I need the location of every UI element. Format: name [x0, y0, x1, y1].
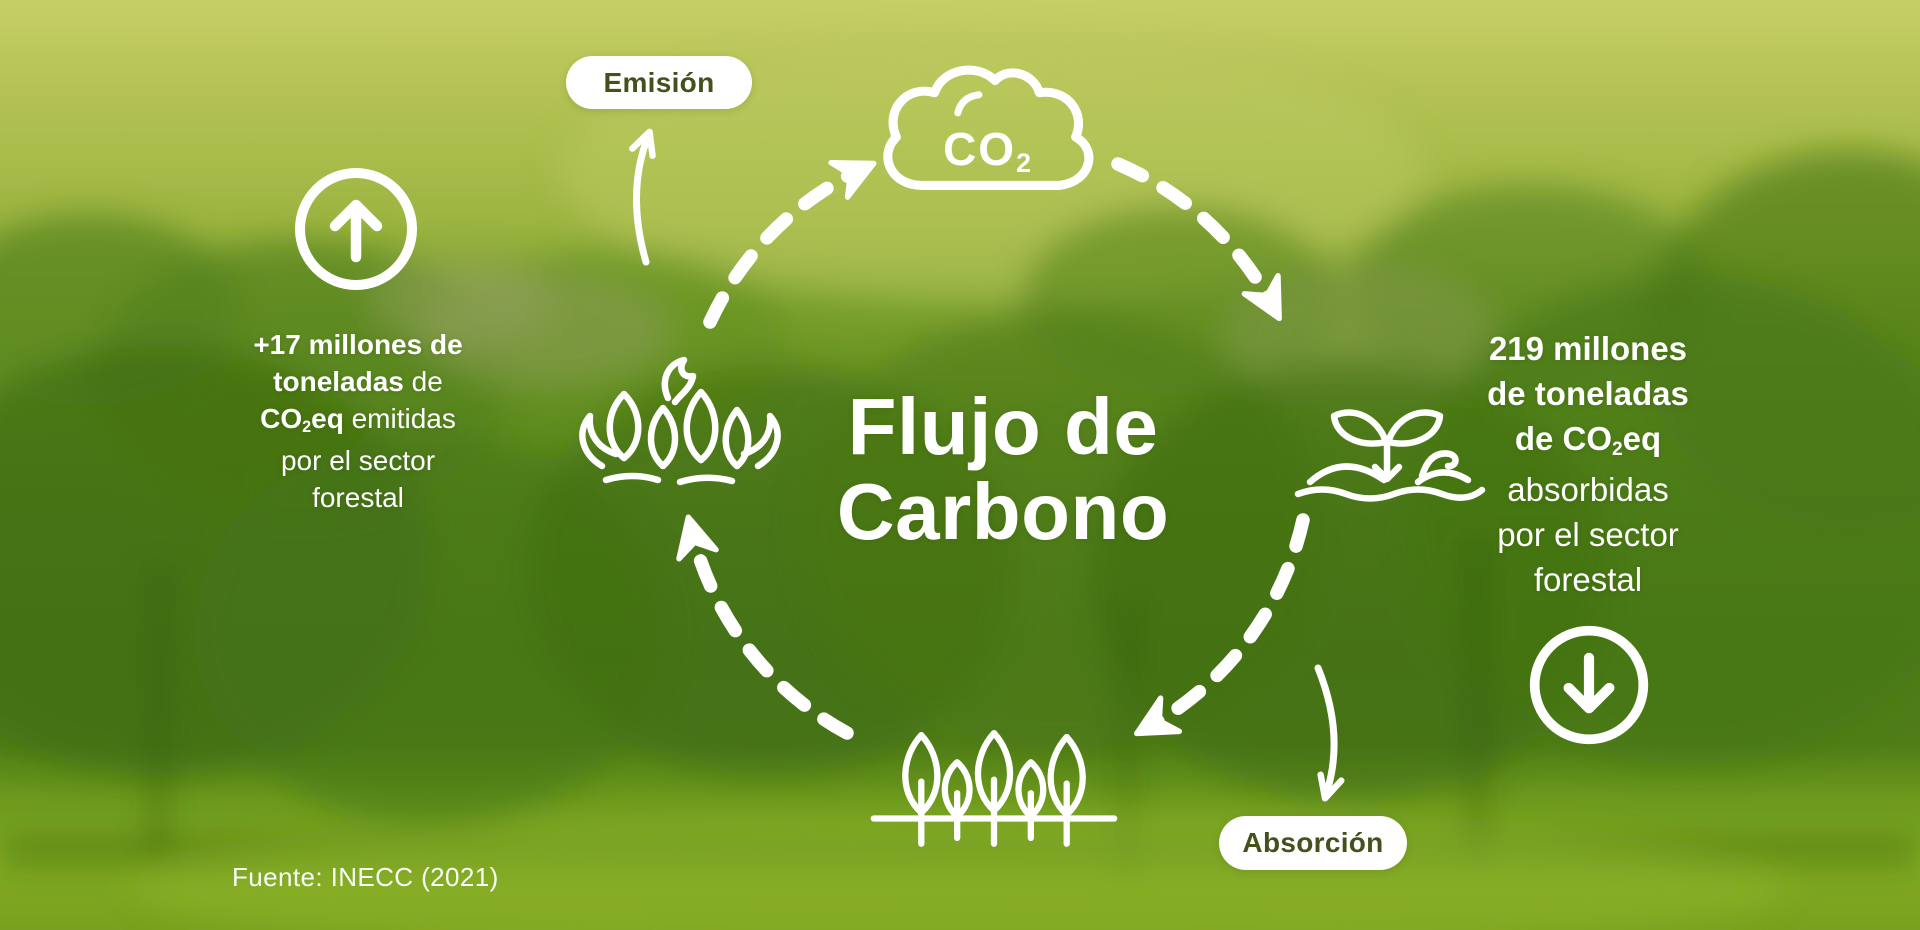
absorption-badge-label: Absorción	[1242, 827, 1384, 858]
page-title: Flujo de Carbono	[803, 382, 1203, 556]
emission-badge: Emisión	[566, 56, 752, 109]
up-arrow-circle-icon	[289, 162, 423, 296]
forest-trees-icon	[868, 725, 1120, 847]
title-line-2: Carbono	[836, 466, 1170, 556]
source-attribution: Fuente: INECC (2021)	[232, 862, 499, 892]
absorption-badge: Absorción	[1219, 816, 1407, 870]
emissions-stat-text: +17 millones de toneladas de CO2eq emiti…	[253, 329, 463, 513]
title-line-1: Flujo de	[847, 382, 1159, 471]
wildfire-icon	[570, 352, 790, 497]
co2-cloud-icon: CO2	[862, 56, 1114, 206]
seedling-icon	[1282, 390, 1497, 505]
co2-label: CO2	[943, 123, 1033, 179]
down-arrow-circle-icon	[1524, 620, 1654, 750]
emissions-value: +17 millones de	[253, 329, 463, 360]
absorption-value: 219 millones	[1488, 330, 1688, 367]
emission-badge-label: Emisión	[603, 66, 715, 98]
absorption-stat-text: 219 millones de toneladas de CO2eq absor…	[1487, 330, 1689, 598]
